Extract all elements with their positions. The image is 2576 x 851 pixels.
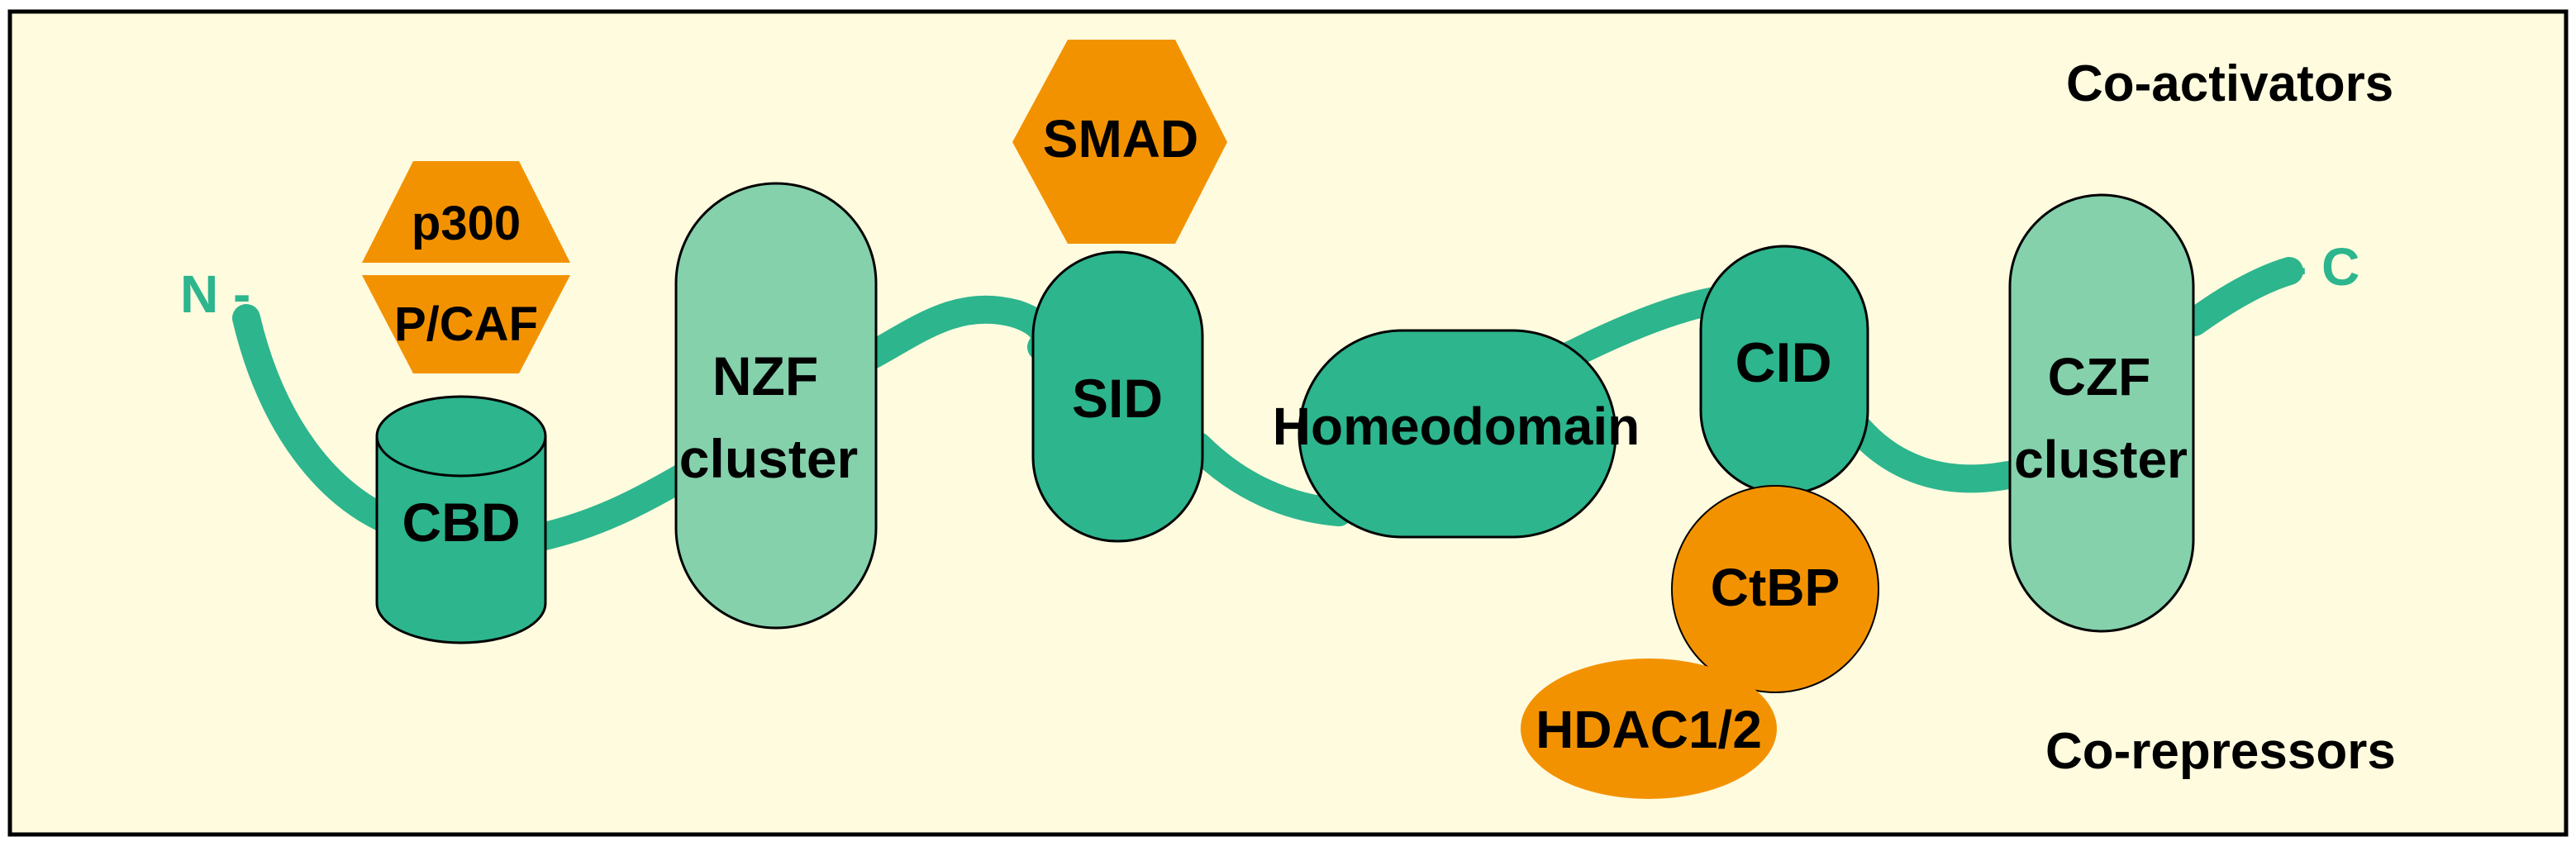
sid-label: SID: [1072, 368, 1163, 429]
nzf-label-line1: NZF: [712, 345, 818, 406]
czf-label-line2: cluster: [2014, 430, 2188, 489]
czf-label-line1: CZF: [2048, 347, 2150, 406]
hdac-ellipse: HDAC1/2: [1521, 658, 1777, 799]
nzf-cluster-domain: NZF cluster: [674, 182, 878, 630]
co-activators-label: Co-activators: [2066, 55, 2393, 112]
cbd-label: CBD: [402, 492, 521, 553]
n-terminus-label: N -: [180, 264, 250, 324]
ctbp-circle: CtBP: [1671, 485, 1879, 693]
c-terminus-label: - C: [2289, 237, 2359, 297]
p300-shape: [362, 161, 570, 263]
p300-pcaf-hexagon: p300 P/CAF: [362, 161, 570, 373]
nzf-label-line2: cluster: [679, 428, 858, 489]
protein-backbone: [232, 257, 2303, 551]
pcaf-label: P/CAF: [394, 297, 538, 351]
hdac-label: HDAC1/2: [1536, 700, 1762, 759]
cid-label: CID: [1735, 331, 1831, 394]
pcaf-shape: [362, 275, 570, 373]
cbd-domain: CBD: [375, 395, 547, 644]
smad-label: SMAD: [1043, 109, 1198, 169]
smad-hexagon: SMAD: [1012, 40, 1227, 244]
homeodomain-domain: Homeodomain: [1273, 329, 1640, 539]
homeodomain-label: Homeodomain: [1273, 397, 1640, 456]
cid-domain: CID: [1699, 245, 1869, 496]
czf-cluster-domain: CZF cluster: [2008, 193, 2195, 633]
p300-label: p300: [412, 197, 521, 250]
co-repressors-label: Co-repressors: [2045, 723, 2396, 780]
sid-domain: SID: [1031, 250, 1204, 543]
ctbp-label: CtBP: [1711, 558, 1840, 617]
